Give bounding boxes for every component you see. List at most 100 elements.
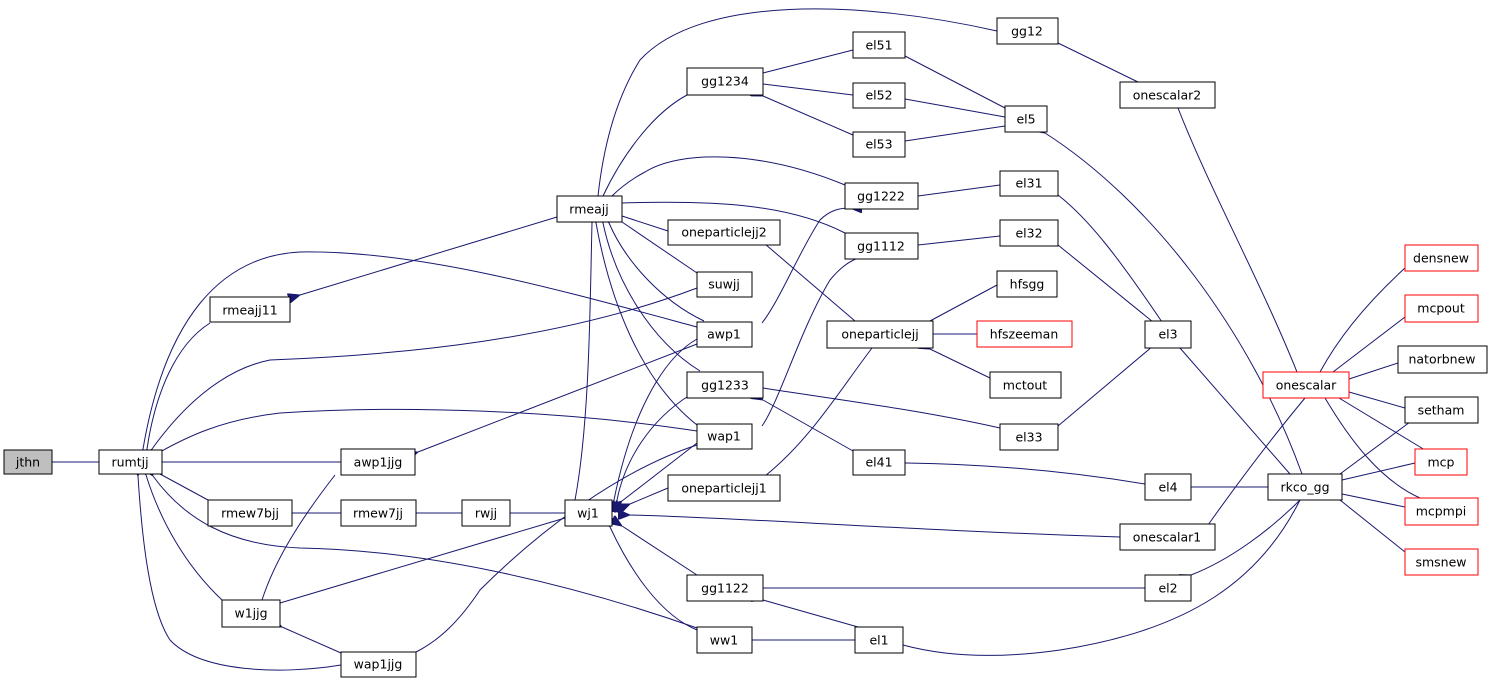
svg-text:el2: el2: [1158, 581, 1177, 596]
edge-awp1-rumtjj: [143, 251, 698, 449]
svg-text:mcpout: mcpout: [1417, 301, 1465, 316]
svg-text:w1jjg: w1jjg: [234, 606, 267, 621]
node-oneparticlejj1[interactable]: oneparticlejj1: [667, 474, 781, 502]
node-gg12[interactable]: gg12: [996, 17, 1059, 45]
node-rmew7bjj[interactable]: rmew7bjj: [207, 499, 293, 527]
svg-text:wap1: wap1: [707, 429, 741, 444]
node-rwjj[interactable]: rwjj: [461, 499, 511, 527]
edge-w1jjg-rumtjj: [146, 475, 223, 601]
edge-el1-gg1122: [763, 600, 859, 628]
node-gg1233[interactable]: gg1233: [686, 371, 764, 399]
node-mcp[interactable]: mcp: [1414, 448, 1468, 476]
edge-rmeajj-rmeajj11: [300, 216, 558, 295]
node-smsnew[interactable]: smsnew: [1404, 548, 1479, 576]
node-wj1[interactable]: wj1: [564, 499, 613, 527]
edge-mcp-onescalar: [1339, 398, 1426, 451]
node-gg1234[interactable]: gg1234: [686, 67, 764, 96]
node-gg1222[interactable]: gg1222: [844, 182, 919, 210]
edge-rkco_gg-el1: [903, 499, 1301, 656]
edge-el5-el51: [905, 56, 1006, 109]
node-oneparticlejj2[interactable]: oneparticlejj2: [667, 219, 781, 246]
svg-text:oneparticlejj2: oneparticlejj2: [681, 225, 766, 240]
node-el5[interactable]: el5: [1004, 105, 1048, 133]
edge-el52-gg1234: [763, 84, 854, 96]
svg-text:gg1233: gg1233: [701, 378, 749, 393]
edge-awp1-rmeajj: [609, 223, 705, 322]
edge-suwjj-rumtjj: [152, 287, 698, 449]
edge-mcpmpi-rkco_gg: [1342, 494, 1406, 508]
svg-text:el1: el1: [869, 633, 888, 648]
node-el3[interactable]: el3: [1144, 320, 1192, 349]
node-rumtjj[interactable]: rumtjj: [98, 449, 163, 475]
svg-text:suwjj: suwjj: [708, 277, 740, 292]
node-el51[interactable]: el51: [852, 31, 906, 59]
node-oneparticlejj[interactable]: oneparticlejj: [826, 320, 934, 349]
edge-el4-el41: [906, 463, 1146, 485]
node-el32[interactable]: el32: [999, 219, 1059, 247]
edge-oneparticlejj-oneparticlejj2: [765, 244, 856, 322]
node-densnew[interactable]: densnew: [1404, 244, 1479, 272]
node-el33[interactable]: el33: [999, 423, 1059, 451]
svg-text:onescalar: onescalar: [1276, 378, 1337, 393]
node-el41[interactable]: el41: [852, 449, 906, 476]
node-ww1[interactable]: ww1: [696, 626, 753, 654]
node-mcpmpi[interactable]: mcpmpi: [1404, 497, 1479, 526]
node-el52[interactable]: el52: [852, 82, 906, 109]
edge-wap1jjg-rumtjj: [138, 476, 342, 671]
edge-el3-el31: [1058, 195, 1163, 323]
node-w1jjg[interactable]: w1jjg: [221, 599, 281, 628]
svg-text:rmew7bjj: rmew7bjj: [221, 506, 279, 521]
svg-text:rmeajj11: rmeajj11: [222, 303, 277, 318]
edge-setham-rkco_gg: [1340, 421, 1411, 474]
node-natorbnew[interactable]: natorbnew: [1397, 345, 1488, 374]
edge-setham-onescalar: [1349, 392, 1406, 409]
node-wap1[interactable]: wap1: [696, 423, 753, 450]
edge-wj1-rmeajj: [574, 223, 592, 501]
svg-text:gg1122: gg1122: [701, 581, 749, 596]
edge-mcpmpi-onescalar: [1325, 398, 1421, 499]
edge-awp1-gg1222: [761, 208, 850, 324]
node-wap1jjg[interactable]: wap1jjg: [340, 651, 417, 678]
node-jthn[interactable]: jthn: [3, 449, 53, 475]
edge-awp1-awp1jjg: [418, 343, 698, 452]
svg-text:el5: el5: [1016, 112, 1035, 127]
node-rmew7jj[interactable]: rmew7jj: [340, 499, 417, 527]
edge-rmew7bjj-rumtjj: [160, 474, 209, 501]
node-hfszeeman[interactable]: hfszeeman: [976, 320, 1073, 348]
node-rkco_gg[interactable]: rkco_gg: [1267, 473, 1343, 501]
node-suwjj[interactable]: suwjj: [696, 271, 753, 298]
node-el53[interactable]: el53: [852, 131, 906, 158]
node-el31[interactable]: el31: [999, 170, 1059, 197]
node-gg1112[interactable]: gg1112: [844, 232, 919, 260]
node-rmeajj[interactable]: rmeajj: [556, 195, 623, 223]
edge-suwjj-rmeajj: [622, 222, 698, 274]
svg-text:hfszeeman: hfszeeman: [990, 327, 1059, 342]
node-awp1[interactable]: awp1: [696, 321, 753, 348]
node-el1[interactable]: el1: [854, 626, 904, 654]
svg-text:rkco_gg: rkco_gg: [1280, 480, 1329, 495]
edge-smsnew-rkco_gg: [1340, 500, 1406, 553]
node-onescalar2[interactable]: onescalar2: [1119, 81, 1216, 109]
node-awp1jjg[interactable]: awp1jjg: [340, 448, 416, 476]
node-onescalar1[interactable]: onescalar1: [1119, 523, 1216, 551]
node-el2[interactable]: el2: [1144, 574, 1192, 602]
edge-el31-gg1222: [918, 184, 1001, 196]
svg-text:setham: setham: [1418, 403, 1465, 418]
edge-onescalar-onescalar2: [1178, 108, 1298, 373]
svg-text:el51: el51: [865, 38, 892, 53]
svg-text:densnew: densnew: [1413, 251, 1469, 266]
edge-rkco_gg-el3: [1180, 348, 1291, 475]
edge-natorbnew-onescalar: [1349, 362, 1399, 379]
node-onescalar[interactable]: onescalar: [1262, 371, 1350, 399]
node-hfsgg[interactable]: hfsgg: [996, 270, 1058, 298]
edge-rkco_gg-el5: [1045, 133, 1303, 475]
edge-onescalar-onescalar1: [1208, 397, 1306, 525]
node-el4[interactable]: el4: [1144, 473, 1192, 501]
node-setham[interactable]: setham: [1404, 396, 1479, 424]
node-gg1122[interactable]: gg1122: [686, 574, 764, 602]
node-mcpout[interactable]: mcpout: [1404, 294, 1479, 323]
node-rmeajj11[interactable]: rmeajj11: [209, 296, 291, 323]
edge-el32-gg1112: [918, 235, 1001, 245]
node-mctout[interactable]: mctout: [989, 371, 1062, 399]
edge-gg1233-wj1: [617, 394, 691, 500]
